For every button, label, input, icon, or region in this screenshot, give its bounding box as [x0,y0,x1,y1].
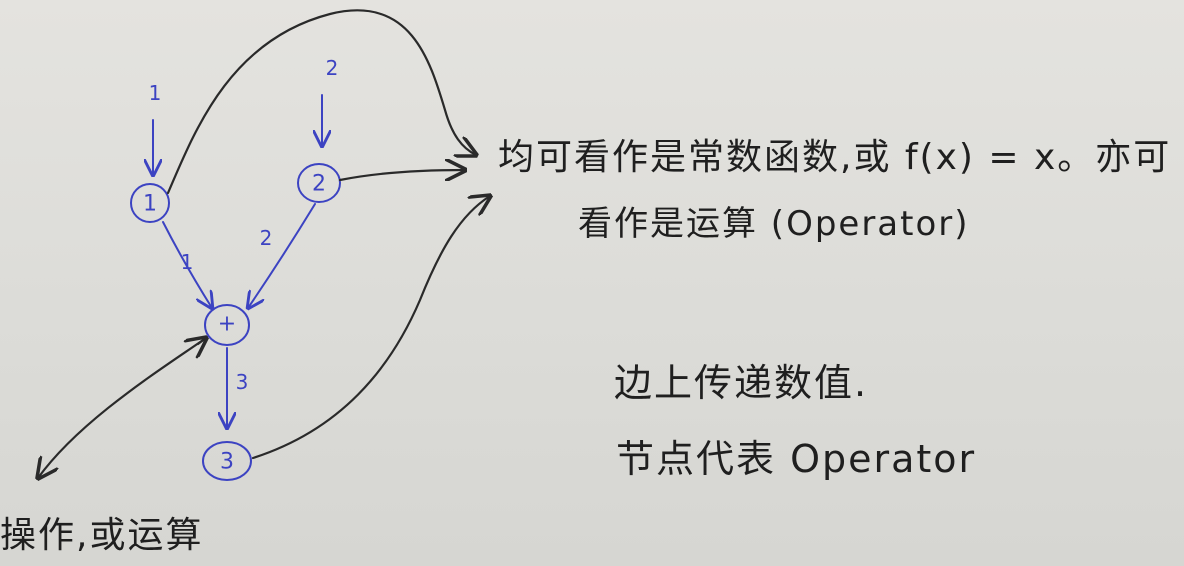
edge-label-plus-3: 3 [236,370,249,394]
annotation-arrow-node2 [338,170,465,182]
note-constant-function: 均可看作是常数函数,或 f(x) = x。亦可 [498,137,1172,178]
note-edges-pass-values: 边上传递数值. [614,361,869,405]
edge-2-to-plus [248,203,316,308]
edge-1-to-plus [162,221,212,308]
note-operation: 操作,或运算 [0,515,204,556]
input-edge-label-1: 1 [149,81,162,105]
annotation-arrow-node3 [251,196,490,460]
annotation-arrow-node1 [166,9,476,195]
node-plus-label: + [218,312,236,337]
edge-label-2-plus: 2 [260,226,273,250]
node-2-label: 2 [312,172,326,197]
node-3-circle [202,441,252,481]
note-nodes-represent-operator: 节点代表 Operator [616,437,977,481]
node-3-label: 3 [220,450,234,475]
node-1-label: 1 [143,192,157,217]
annotation-arrow-plus-start [198,338,206,344]
edge-label-1-plus: 1 [181,250,194,274]
node-2-circle [297,163,341,203]
node-1-circle [130,183,170,223]
note-operator: 看作是运算 (Operator) [578,204,970,244]
input-edge-label-2: 2 [326,56,339,80]
annotation-arrow-plus [38,336,208,478]
node-plus-circle [204,304,250,346]
